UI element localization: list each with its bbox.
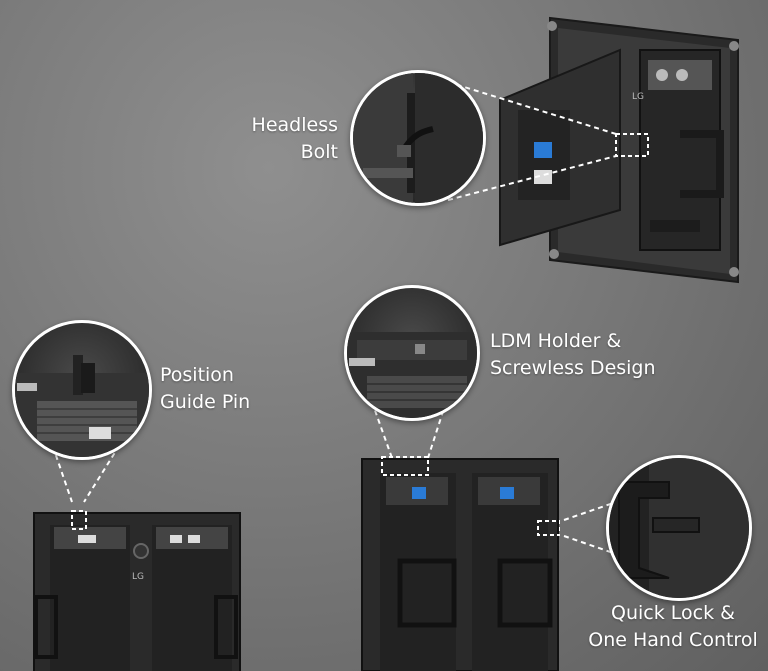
ldm-holder-label: LDM Holder & Screwless Design <box>490 330 656 379</box>
headless-bolt-zoom <box>350 70 486 206</box>
lg-logo-left: LG <box>132 572 144 582</box>
quick-lock-zoom <box>606 455 752 601</box>
cabinet-rear-right <box>361 456 560 671</box>
cabinet-rear-left <box>33 510 241 671</box>
headless-bolt-label: Headless Bolt <box>251 114 338 163</box>
lg-logo: LG <box>632 92 644 102</box>
cabinet-angled-view <box>499 16 739 284</box>
guide-pin-label: Position Guide Pin <box>160 364 251 413</box>
ldm-holder-zoom <box>344 285 480 421</box>
guide-pin-zoom <box>12 320 152 460</box>
quick-lock-label: Quick Lock & One Hand Control <box>588 602 758 651</box>
